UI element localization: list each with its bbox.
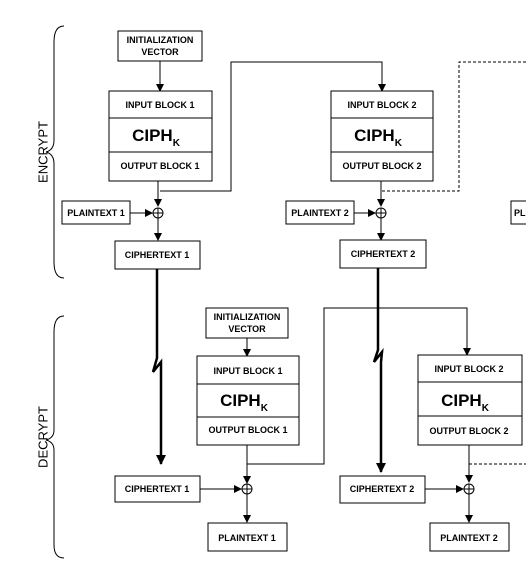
encrypt-iv-box: INITIALIZATION VECTOR [117, 30, 203, 62]
encrypt-cipher-block-2: INPUT BLOCK 2 CIPHK OUTPUT BLOCK 2 [330, 90, 434, 182]
encrypt-plaintext-1-box: PLAINTEXT 1 [61, 200, 131, 225]
encrypt-plaintext-1-label: PLAINTEXT 1 [67, 208, 125, 218]
encrypt-plaintext-2-box: PLAINTEXT 2 [285, 200, 355, 225]
decrypt-section-label: DECRYPT [35, 406, 50, 468]
encrypt-iv-label-line1: INITIALIZATION [127, 35, 194, 45]
encrypt-cipher-block-1: INPUT BLOCK 1 CIPHK OUTPUT BLOCK 1 [108, 90, 213, 182]
decrypt-plaintext-1-box: PLAINTEXT 1 [207, 522, 288, 552]
encrypt-ciph-1-label: CIPHK [132, 126, 181, 149]
encrypt-plaintext-3-partial-label: PL [514, 208, 526, 218]
decrypt-ciphertext-1-box: CIPHERTEXT 1 [114, 475, 201, 503]
decrypt-ciphertext-1-label: CIPHERTEXT 1 [125, 484, 190, 494]
dashed-feedback-ciphertext2 [382, 61, 526, 192]
encrypt-xor-2 [375, 207, 387, 219]
encrypt-iv-label-line2: VECTOR [141, 47, 179, 57]
decrypt-plaintext-1-label: PLAINTEXT 1 [218, 533, 276, 543]
arrow-ciphertext1-feedback [160, 61, 386, 192]
decrypt-xor-1 [241, 483, 253, 495]
decrypt-iv-label-line2: VECTOR [228, 324, 266, 334]
encrypt-ciphertext-2-box: CIPHERTEXT 2 [339, 239, 427, 269]
decrypt-plaintext-2-label: PLAINTEXT 2 [440, 533, 498, 543]
decrypt-plaintext-2-box: PLAINTEXT 2 [429, 522, 510, 552]
decrypt-brace [45, 315, 65, 559]
decrypt-input-block-2-label: INPUT BLOCK 2 [434, 364, 503, 374]
decrypt-cipher-block-1: INPUT BLOCK 1 CIPHK OUTPUT BLOCK 1 [196, 355, 300, 446]
encrypt-input-block-1-label: INPUT BLOCK 1 [125, 100, 194, 110]
decrypt-cipher-block-2: INPUT BLOCK 2 CIPHK OUTPUT BLOCK 2 [417, 354, 523, 446]
decrypt-ciph-1-label: CIPHK [220, 391, 269, 414]
encrypt-input-block-2-label: INPUT BLOCK 2 [347, 100, 416, 110]
channel-ciphertext-2 [372, 268, 386, 473]
encrypt-ciphertext-1-box: CIPHERTEXT 1 [114, 240, 201, 270]
encrypt-output-block-2-label: OUTPUT BLOCK 2 [342, 161, 421, 171]
decrypt-output-block-1-label: OUTPUT BLOCK 1 [208, 425, 287, 435]
decrypt-xor-2 [463, 483, 475, 495]
decrypt-iv-label-line1: INITIALIZATION [214, 312, 281, 322]
encrypt-output-block-1-label: OUTPUT BLOCK 1 [120, 161, 199, 171]
encrypt-section-label: ENCRYPT [35, 121, 50, 183]
decrypt-input-block-1-label: INPUT BLOCK 1 [213, 366, 282, 376]
decrypt-ciph-2-label: CIPHK [441, 391, 490, 414]
decrypt-ciphertext-2-label: CIPHERTEXT 2 [350, 484, 415, 494]
encrypt-xor-1 [152, 207, 164, 219]
encrypt-brace [45, 25, 65, 279]
decrypt-ciphertext-2-box: CIPHERTEXT 2 [339, 475, 426, 504]
channel-ciphertext-1 [151, 269, 166, 465]
encrypt-ciphertext-2-label: CIPHERTEXT 2 [351, 249, 416, 259]
decrypt-iv-box: INITIALIZATION VECTOR [205, 307, 289, 339]
encrypt-ciph-2-label: CIPHK [354, 126, 403, 149]
arrow-decrypt-ciphertext1-feedback [247, 307, 471, 465]
encrypt-plaintext-2-label: PLAINTEXT 2 [291, 208, 349, 218]
encrypt-plaintext-3-partial-box: PL [510, 200, 526, 225]
decrypt-output-block-2-label: OUTPUT BLOCK 2 [429, 426, 508, 436]
encrypt-ciphertext-1-label: CIPHERTEXT 1 [125, 250, 190, 260]
